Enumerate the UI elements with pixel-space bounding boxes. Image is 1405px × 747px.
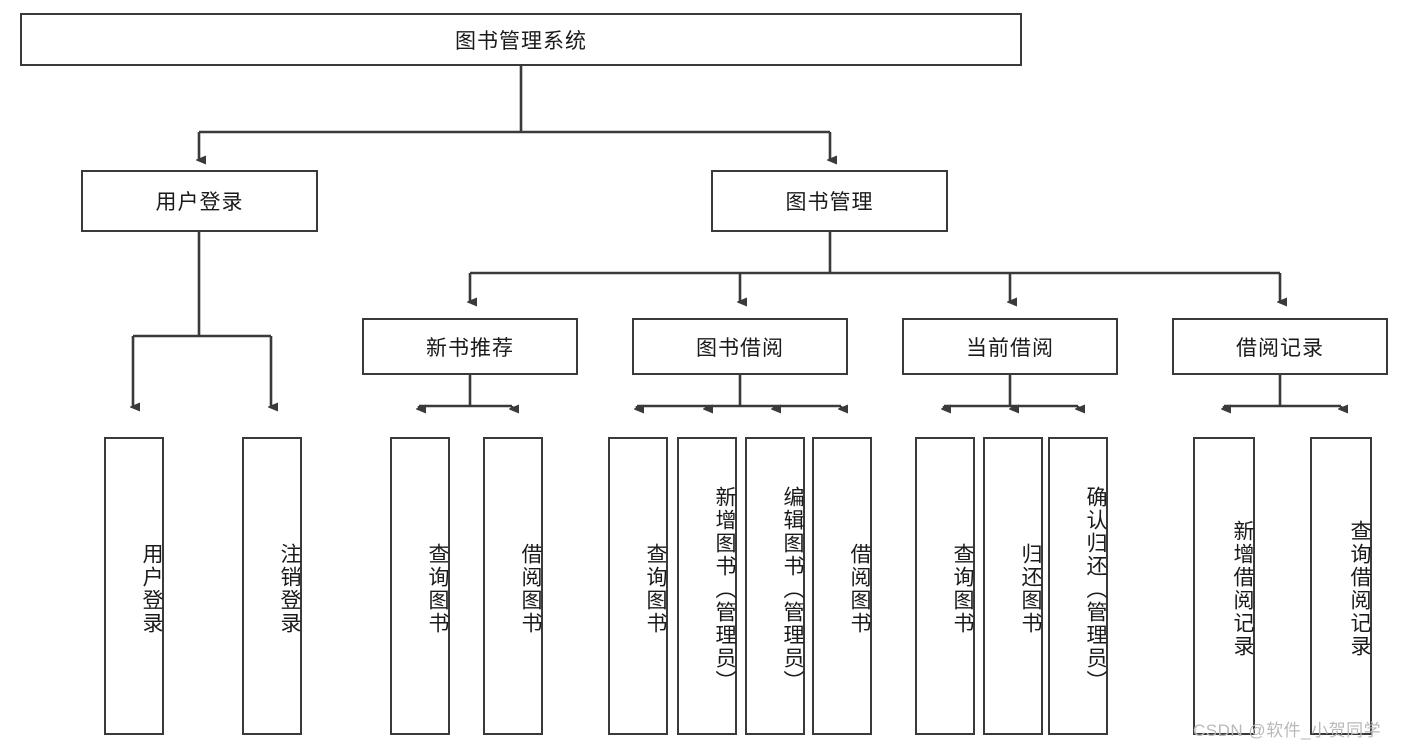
leaf-add-borrow-record[interactable]: 新增借阅记录 [1193, 437, 1255, 735]
node-label: 用户登录 [155, 191, 244, 214]
node-label: 借阅记录 [1236, 336, 1324, 360]
node-label: 图书管理 [785, 191, 874, 214]
leaf-confirm-return-admin[interactable]: 确认归还（管理员） [1048, 437, 1108, 735]
node-label: 确认归还（管理员） [1084, 485, 1107, 693]
node-current-borrow[interactable]: 当前借阅 [902, 318, 1118, 375]
node-label: 新增借阅记录 [1231, 520, 1254, 658]
node-label: 查询图书 [426, 543, 449, 635]
node-label: 用户登录 [140, 543, 163, 635]
node-label: 借阅图书 [519, 543, 542, 635]
node-label: 新书推荐 [426, 336, 514, 360]
leaf-query-book-borrow[interactable]: 查询图书 [608, 437, 668, 735]
node-book-management[interactable]: 图书管理 [711, 170, 948, 232]
leaf-query-book-current[interactable]: 查询图书 [915, 437, 975, 735]
leaf-user-login[interactable]: 用户登录 [104, 437, 164, 735]
node-label: 归还图书 [1019, 543, 1042, 635]
node-borrow-record[interactable]: 借阅记录 [1172, 318, 1388, 375]
node-new-book-recommend[interactable]: 新书推荐 [362, 318, 578, 375]
leaf-query-book-recommend[interactable]: 查询图书 [390, 437, 450, 735]
node-label: 编辑图书（管理员） [781, 485, 804, 693]
leaf-borrow-book[interactable]: 借阅图书 [812, 437, 872, 735]
node-label: 查询图书 [951, 543, 974, 635]
node-label: 当前借阅 [966, 336, 1054, 360]
leaf-borrow-book-recommend[interactable]: 借阅图书 [483, 437, 543, 735]
node-book-borrow[interactable]: 图书借阅 [632, 318, 848, 375]
node-label: 图书借阅 [696, 336, 784, 360]
leaf-query-borrow-record[interactable]: 查询借阅记录 [1310, 437, 1372, 735]
leaf-add-book-admin[interactable]: 新增图书（管理员） [677, 437, 737, 735]
leaf-edit-book-admin[interactable]: 编辑图书（管理员） [745, 437, 805, 735]
node-root-book-management-system[interactable]: 图书管理系统 [20, 13, 1022, 66]
node-label: 图书管理系统 [455, 29, 587, 53]
node-label: 借阅图书 [848, 543, 871, 635]
node-label: 查询借阅记录 [1348, 520, 1371, 658]
watermark-text: CSDN @软件_小贺同学 [1193, 721, 1382, 740]
leaf-return-book[interactable]: 归还图书 [983, 437, 1043, 735]
node-label: 注销登录 [278, 543, 301, 635]
node-label: 查询图书 [644, 543, 667, 635]
node-label: 新增图书（管理员） [713, 485, 736, 693]
node-user-login[interactable]: 用户登录 [81, 170, 318, 232]
leaf-logout-login[interactable]: 注销登录 [242, 437, 302, 735]
